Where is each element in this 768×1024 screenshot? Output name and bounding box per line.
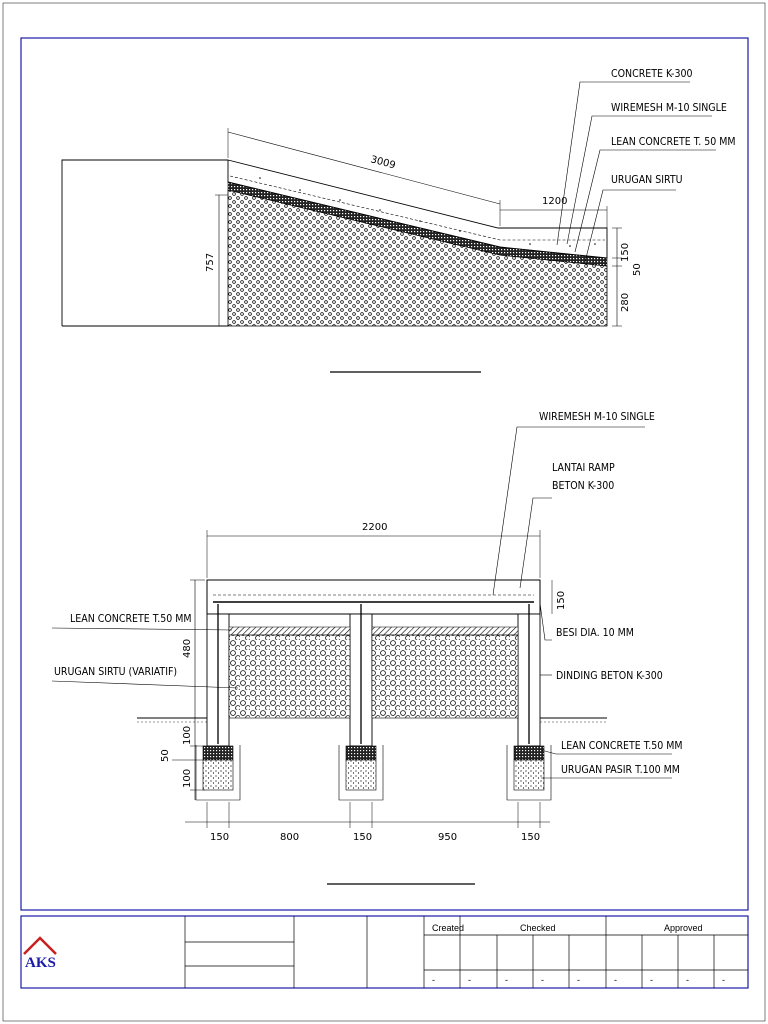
- dim-bottom-150a: 150: [210, 832, 229, 843]
- tb-checked-header: Checked: [520, 923, 556, 933]
- dim-lean-thickness: 50: [632, 263, 643, 276]
- dim-footing-50: 50: [160, 749, 171, 762]
- dim-wall-height: 480: [182, 639, 193, 658]
- dim-fill-thickness: 280: [620, 293, 631, 312]
- label-lean-concrete-right: LEAN CONCRETE T.50 MM: [561, 740, 683, 752]
- label-cross-wiremesh: WIREMESH M-10 SINGLE: [539, 411, 655, 423]
- aks-logo: AKS: [23, 936, 57, 971]
- svg-text:-: -: [505, 975, 508, 985]
- svg-text:-: -: [468, 975, 471, 985]
- label-urugan-pasir: URUGAN PASIR T.100 MM: [561, 764, 680, 776]
- dim-bottom-800: 800: [280, 832, 299, 843]
- drawing-frame: [20, 37, 749, 911]
- dim-bottom-950: 950: [438, 832, 457, 843]
- svg-text:-: -: [614, 975, 617, 985]
- ramp-cross-section: 2200 150 480 100 50 100 150 800 150 950 …: [51, 411, 683, 885]
- tb-created-header: Created: [432, 923, 464, 933]
- svg-text:-: -: [650, 975, 653, 985]
- fill-right-bay: [371, 634, 519, 719]
- label-besi-dia: BESI DIA. 10 MM: [556, 627, 634, 639]
- dim-slab-thickness: 150: [556, 591, 567, 610]
- label-concrete-k300: CONCRETE K-300: [611, 68, 693, 80]
- tb-blank-marks: - - - - - - - - -: [432, 975, 725, 985]
- label-beton-k300: BETON K-300: [552, 480, 614, 492]
- ramp-concrete-slab: [227, 159, 608, 259]
- svg-text:-: -: [432, 975, 435, 985]
- label-dinding-beton: DINDING BETON K-300: [556, 670, 663, 682]
- label-lean-concrete: LEAN CONCRETE T. 50 MM: [611, 136, 736, 148]
- cross-slab: [206, 579, 541, 615]
- svg-text:-: -: [541, 975, 544, 985]
- dim-bottom-150c: 150: [521, 832, 540, 843]
- dim-footing-100b: 100: [182, 769, 193, 788]
- svg-text:-: -: [686, 975, 689, 985]
- label-urugan-sirtu: URUGAN SIRTU: [611, 174, 683, 186]
- svg-text:AKS: AKS: [25, 955, 56, 971]
- footings: [195, 745, 552, 801]
- dim-ramp-height: 757: [205, 253, 216, 272]
- label-lantai-ramp: LANTAI RAMP: [552, 462, 615, 474]
- label-urugan-sirtu-variatif: URUGAN SIRTU (VARIATIF): [54, 666, 177, 678]
- dim-slope-length: 3009: [369, 154, 396, 171]
- svg-text:-: -: [577, 975, 580, 985]
- dim-landing-length: 1200: [542, 196, 567, 207]
- ramp-longitudinal-section: 3009 1200 757 150 50 280 CONCRETE K-300 …: [61, 68, 736, 373]
- fill-left-bay: [228, 634, 351, 719]
- dim-total-width: 2200: [362, 522, 387, 533]
- ramp-wiremesh: [229, 175, 605, 241]
- label-wiremesh: WIREMESH M-10 SINGLE: [611, 102, 727, 114]
- label-lean-concrete-left: LEAN CONCRETE T.50 MM: [70, 613, 192, 625]
- title-block: Created Checked Approved - - - - - - - -…: [20, 915, 749, 989]
- dim-concrete-thickness: 150: [620, 243, 631, 262]
- dim-bottom-150b: 150: [353, 832, 372, 843]
- tb-approved-header: Approved: [664, 923, 703, 933]
- dim-footing-100a: 100: [182, 726, 193, 745]
- svg-text:-: -: [722, 975, 725, 985]
